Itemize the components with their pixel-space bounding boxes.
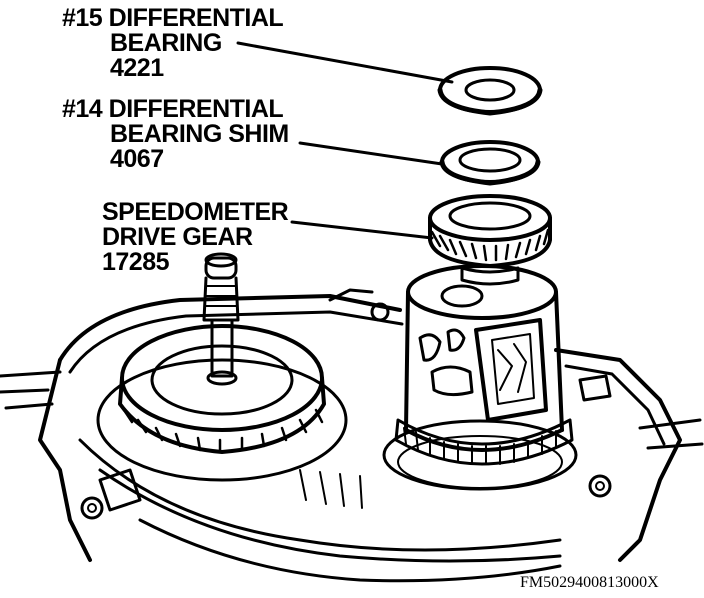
- transaxle-housing: [0, 288, 704, 583]
- callout-speedometer-drive-gear: SPEEDOMETER DRIVE GEAR 17285: [102, 198, 289, 276]
- callout-line: BEARING: [110, 29, 222, 57]
- callout-part-number: 4067: [110, 145, 164, 173]
- leader-line-shim: [298, 141, 444, 166]
- leader-lines: [236, 41, 454, 240]
- callout-differential-bearing-shim: #14 DIFFERENTIAL BEARING SHIM 4067: [62, 97, 289, 172]
- callout-line: DRIVE GEAR: [102, 223, 253, 251]
- leader-line-speedometer-gear: [290, 220, 434, 240]
- figure-id: FM5029400813000X: [520, 574, 659, 591]
- differential-bearing-part: [437, 66, 543, 116]
- callout-line: #14 DIFFERENTIAL: [62, 95, 284, 123]
- differential-bearing-shim-part: [439, 140, 541, 186]
- callout-part-number: 4221: [110, 54, 164, 82]
- callout-line: BEARING SHIM: [110, 120, 289, 148]
- callout-line: SPEEDOMETER: [102, 198, 289, 226]
- callout-line: #15 DIFFERENTIAL: [62, 4, 284, 32]
- differential-case: [382, 264, 578, 491]
- leader-line-bearing: [236, 41, 454, 84]
- callout-part-number: 17285: [102, 248, 170, 276]
- callout-differential-bearing: #15 DIFFERENTIAL BEARING 4221: [62, 4, 284, 82]
- main-gear: [96, 324, 348, 482]
